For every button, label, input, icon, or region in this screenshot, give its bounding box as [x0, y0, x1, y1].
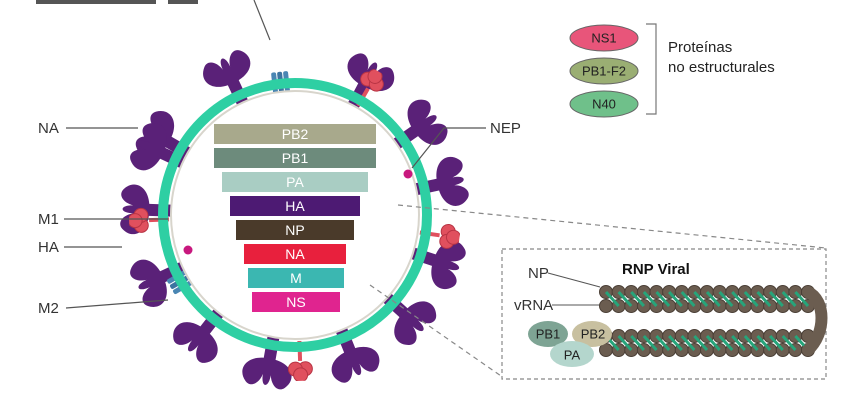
legend-pill-label: N40 — [592, 97, 616, 112]
rnp-np-leader — [547, 272, 601, 288]
legend-item-n40: N40 — [569, 90, 639, 118]
label-m2: M2 — [38, 300, 59, 317]
segment-ns: NS — [252, 292, 340, 312]
label-nep: NEP — [490, 120, 521, 137]
pa-ellipse — [550, 341, 594, 367]
segment-bar — [236, 220, 354, 240]
leader-nep — [411, 127, 486, 169]
segment-bar — [214, 148, 376, 168]
segment-pb2: PB2 — [214, 124, 376, 144]
legend-item-pb1-f2: PB1-F2 — [569, 57, 639, 85]
np-bead — [599, 299, 613, 313]
left-labels: NA M1 HA M2 — [38, 120, 169, 317]
segment-label: NP — [285, 222, 304, 238]
helix-turn — [802, 286, 828, 356]
zoom-line-top — [397, 204, 827, 249]
ha-dot — [183, 245, 193, 255]
segment-label: NS — [286, 294, 305, 310]
segment-bar — [248, 268, 344, 288]
legend-item-ns1: NS1 — [569, 24, 639, 52]
label-ha: HA — [38, 239, 59, 256]
segment-pb1: PB1 — [214, 148, 376, 168]
legend-bracket — [646, 23, 657, 115]
rnp-inset: RNP Viral NP vRNA PB1 PB2 PA — [501, 248, 828, 380]
segment-bar — [230, 196, 360, 216]
rnp-title: RNP Viral — [622, 261, 690, 278]
legend-caption-line1: Proteínas — [668, 39, 732, 56]
vrna-strand — [604, 334, 810, 352]
legend-pill — [569, 90, 639, 118]
virus-particle — [119, 46, 471, 392]
pb2-ellipse — [572, 321, 612, 347]
legend-pill — [569, 24, 639, 52]
legend-pill — [569, 57, 639, 85]
leader-m2 — [65, 299, 169, 309]
segment-np: NP — [236, 220, 354, 240]
vrna-strand — [604, 290, 810, 308]
segment-bar — [214, 124, 376, 144]
segment-bar — [222, 172, 368, 192]
segment-bar — [244, 244, 346, 264]
rnp-np-label: NP — [528, 265, 549, 282]
top-leader-line — [253, 0, 271, 41]
segment-label: PB2 — [282, 126, 309, 142]
segment-label: NA — [285, 246, 305, 262]
label-m1: M1 — [38, 211, 59, 228]
rnp-helix — [599, 285, 828, 357]
segment-label: PB1 — [282, 150, 309, 166]
segment-label: M — [290, 270, 302, 286]
nep-dot — [403, 169, 413, 179]
legend-pill-label: NS1 — [591, 31, 616, 46]
legend-pill-label: PB1-F2 — [582, 64, 626, 79]
segment-na: NA — [244, 244, 346, 264]
pb1-ellipse — [528, 321, 568, 347]
polymerase-complex: PB1 PB2 PA — [528, 321, 612, 367]
legend-caption-line2: no estructurales — [668, 59, 775, 76]
label-na: NA — [38, 120, 59, 137]
cropped-top-label — [36, 0, 198, 4]
zoom-line-bottom — [369, 284, 505, 379]
pb2-label: PB2 — [581, 327, 606, 342]
segment-label: HA — [285, 198, 305, 214]
virus-envelope — [158, 78, 432, 352]
segment-label: PA — [286, 174, 304, 190]
segment-pa: PA — [222, 172, 368, 192]
pb1-label: PB1 — [536, 327, 561, 342]
rnp-vrna-label: vRNA — [514, 297, 553, 314]
segment-bar — [252, 292, 340, 312]
segment-m: M — [248, 268, 344, 288]
pa-label: PA — [564, 348, 581, 363]
segment-ha: HA — [230, 196, 360, 216]
